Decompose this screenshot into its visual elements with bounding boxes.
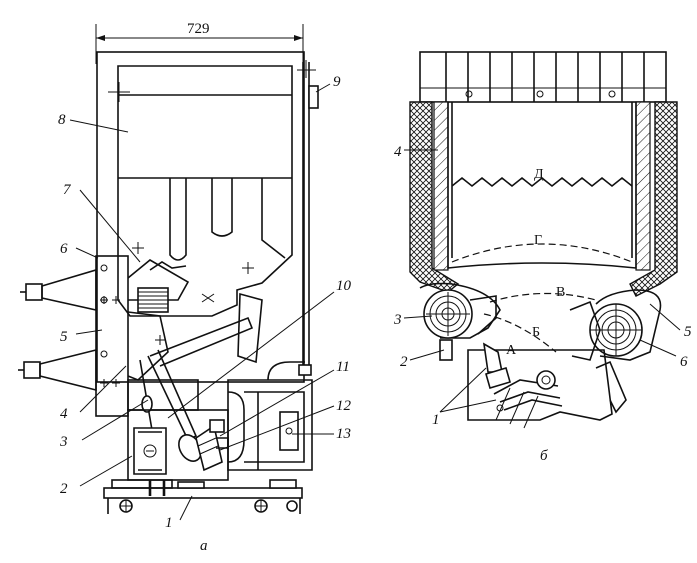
blowout-coil-7	[127, 242, 190, 313]
electromagnet-2	[127, 409, 229, 481]
caption-a: а	[200, 538, 208, 554]
callout-a-7: 7	[63, 182, 72, 198]
contact-lever	[127, 292, 263, 462]
callout-a-13: 13	[336, 426, 351, 442]
zone-b-arc	[483, 313, 557, 353]
zone-v-arc	[489, 292, 597, 303]
callouts-b: 1 2 3 4 5 6 А Б В Г Д б	[393, 144, 692, 464]
callout-a-4: 4	[60, 406, 68, 422]
arc-chute-8	[96, 51, 305, 383]
callout-a-2: 2	[60, 481, 68, 497]
base-1	[103, 479, 303, 514]
callout-a-11: 11	[336, 359, 350, 375]
callout-b-1: 1	[432, 412, 440, 428]
upper-terminal	[20, 264, 120, 311]
callout-a-12: 12	[336, 398, 352, 414]
coil-left-3	[419, 282, 501, 361]
zone-b-label: Б	[532, 325, 540, 340]
contacts-b	[467, 342, 613, 429]
dimension-label: 729	[187, 21, 210, 37]
leaders-a	[69, 83, 335, 521]
callouts-a: 1 2 3 4 5 6 7 8 9 10 11 12 13 а	[58, 74, 352, 554]
zone-g-label: Г	[534, 233, 542, 248]
callout-b-3: 3	[393, 312, 402, 328]
rod-9	[297, 60, 319, 376]
dimension-729: 729	[95, 21, 304, 64]
subfigure-b: 1 2 3 4 5 6 А Б В Г Д б	[393, 51, 692, 464]
callout-b-4: 4	[394, 144, 402, 160]
interlock-block	[209, 361, 313, 471]
zone-g-arc	[451, 243, 633, 263]
zone-d-label: Д	[534, 167, 544, 182]
leaders-b	[403, 149, 681, 413]
chamber-walls-4	[409, 101, 678, 297]
callout-a-8: 8	[58, 112, 66, 128]
callout-a-1: 1	[165, 515, 173, 531]
caption-b: б	[540, 448, 548, 464]
zone-d-wave	[451, 176, 633, 188]
callout-b-5: 5	[684, 324, 692, 340]
contactor-frame	[18, 255, 199, 417]
arc-chute-fins	[419, 51, 667, 103]
coil-right-6	[569, 289, 662, 414]
callout-a-6: 6	[60, 241, 68, 257]
zone-a-label: А	[506, 343, 517, 358]
callout-a-9: 9	[333, 74, 341, 90]
callout-b-2: 2	[400, 354, 408, 370]
subfigure-a: 7 2 9	[18, 21, 352, 554]
callout-b-6: 6	[680, 354, 688, 370]
zone-v-label: В	[556, 285, 565, 300]
lower-terminal	[18, 348, 120, 392]
callout-a-5: 5	[60, 329, 68, 345]
callout-a-3: 3	[59, 434, 68, 450]
callout-a-10: 10	[336, 278, 352, 294]
